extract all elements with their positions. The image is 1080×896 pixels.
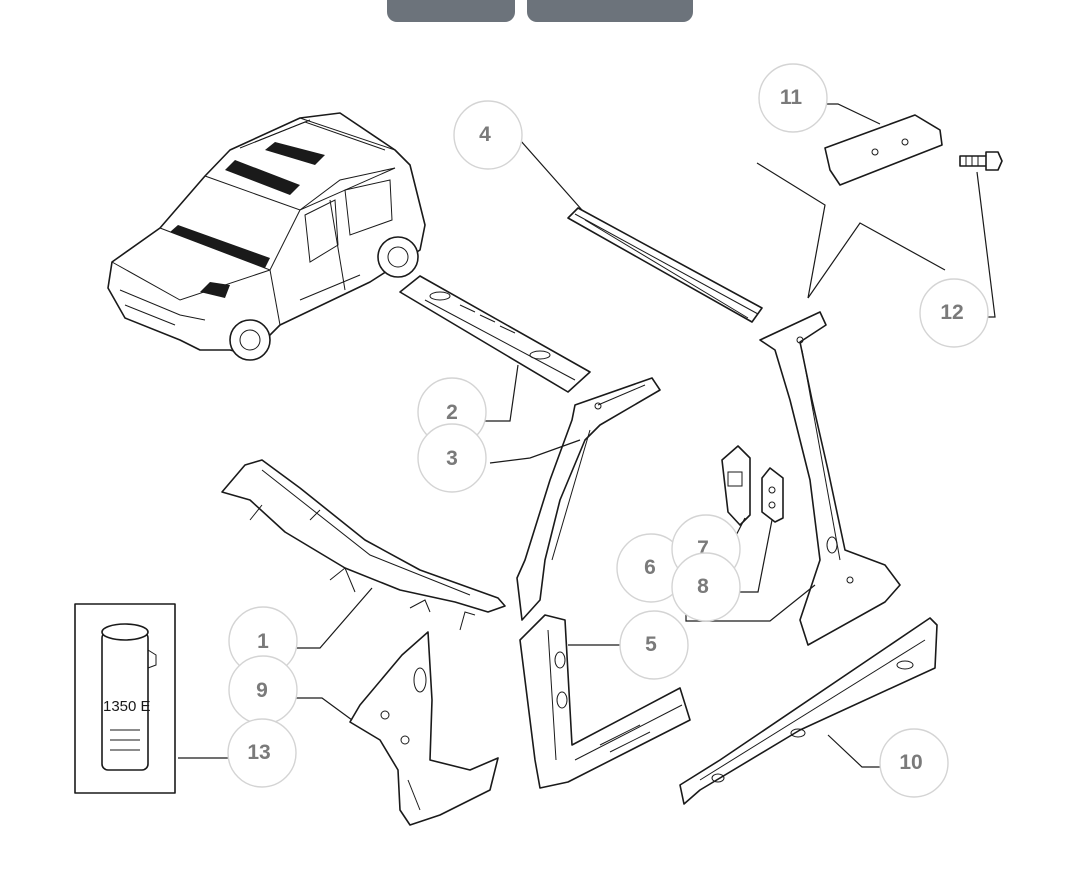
part-3-a-pillar [516,377,661,621]
callout-11-number: 11 [780,86,803,109]
product-label: 1350 E [103,698,151,715]
callout-3[interactable]: 3 [417,423,487,493]
callout-8[interactable]: 8 [671,552,741,622]
callout-4-number: 4 [479,123,491,146]
callout-4[interactable]: 4 [453,100,523,170]
callout-9-number: 9 [256,679,268,702]
callout-10-number: 10 [899,751,922,774]
part-5-lower-pillar-sill [519,614,691,789]
part-8-bracket [761,467,784,523]
callout-11[interactable]: 11 [758,63,828,133]
callout-13[interactable]: 13 [227,718,297,788]
callout-13-number: 13 [247,741,270,764]
part-4-roof-rail [567,207,763,323]
callout-6-number: 6 [644,556,656,579]
callout-12-number: 12 [940,301,963,324]
part-11-roof-bracket [824,114,943,186]
callout-9[interactable]: 9 [228,655,298,725]
b-pillar [759,311,901,646]
callout-7-number: 7 [697,537,709,560]
callout-10[interactable]: 10 [879,728,949,798]
part-1-dash-cross-member [221,459,506,631]
part-7-bracket [721,445,751,526]
callout-3-number: 3 [446,447,458,470]
callout-1[interactable]: 1 [228,606,298,676]
part-12-bolt [959,151,1003,171]
part-9-hinge-pillar [349,631,499,826]
header-tab-right[interactable] [527,0,693,22]
callout-12[interactable]: 12 [919,278,989,348]
part-10-rear-sill [679,617,938,805]
callout-8-number: 8 [697,575,709,598]
callout-2-number: 2 [446,401,458,424]
header-tab-left[interactable] [387,0,515,22]
vehicle-illustration [107,112,426,361]
callout-5[interactable]: 5 [619,610,689,680]
part-2-front-roof-panel [399,275,591,393]
part-13-product-box: 1350 E [74,603,176,794]
callout-5-number: 5 [645,633,657,656]
callout-1-number: 1 [257,630,269,653]
